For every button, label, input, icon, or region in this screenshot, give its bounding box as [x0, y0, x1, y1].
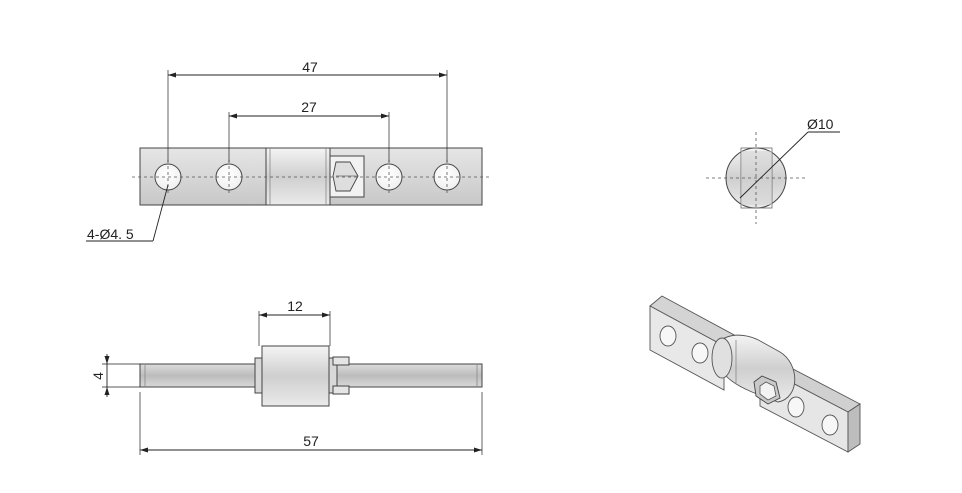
diameter-label: Ø10	[807, 116, 834, 132]
dim-overall-holes: 47	[302, 59, 318, 75]
hinge-3d-view	[649, 295, 861, 453]
dim-total-length: 57	[303, 433, 319, 449]
hole-callout: 4-Ø4. 5	[87, 226, 134, 242]
dim-inner-holes: 27	[301, 99, 317, 115]
front-view: 47 27 4-Ø4. 5	[86, 59, 490, 242]
side-barrel	[261, 345, 330, 407]
side-view: 12 4 57	[90, 298, 483, 455]
hex-nut	[329, 155, 365, 198]
end-view: Ø10	[706, 116, 840, 224]
hinge-barrel	[265, 147, 331, 206]
dim-thickness: 4	[90, 372, 106, 380]
dim-barrel-width: 12	[287, 298, 303, 314]
